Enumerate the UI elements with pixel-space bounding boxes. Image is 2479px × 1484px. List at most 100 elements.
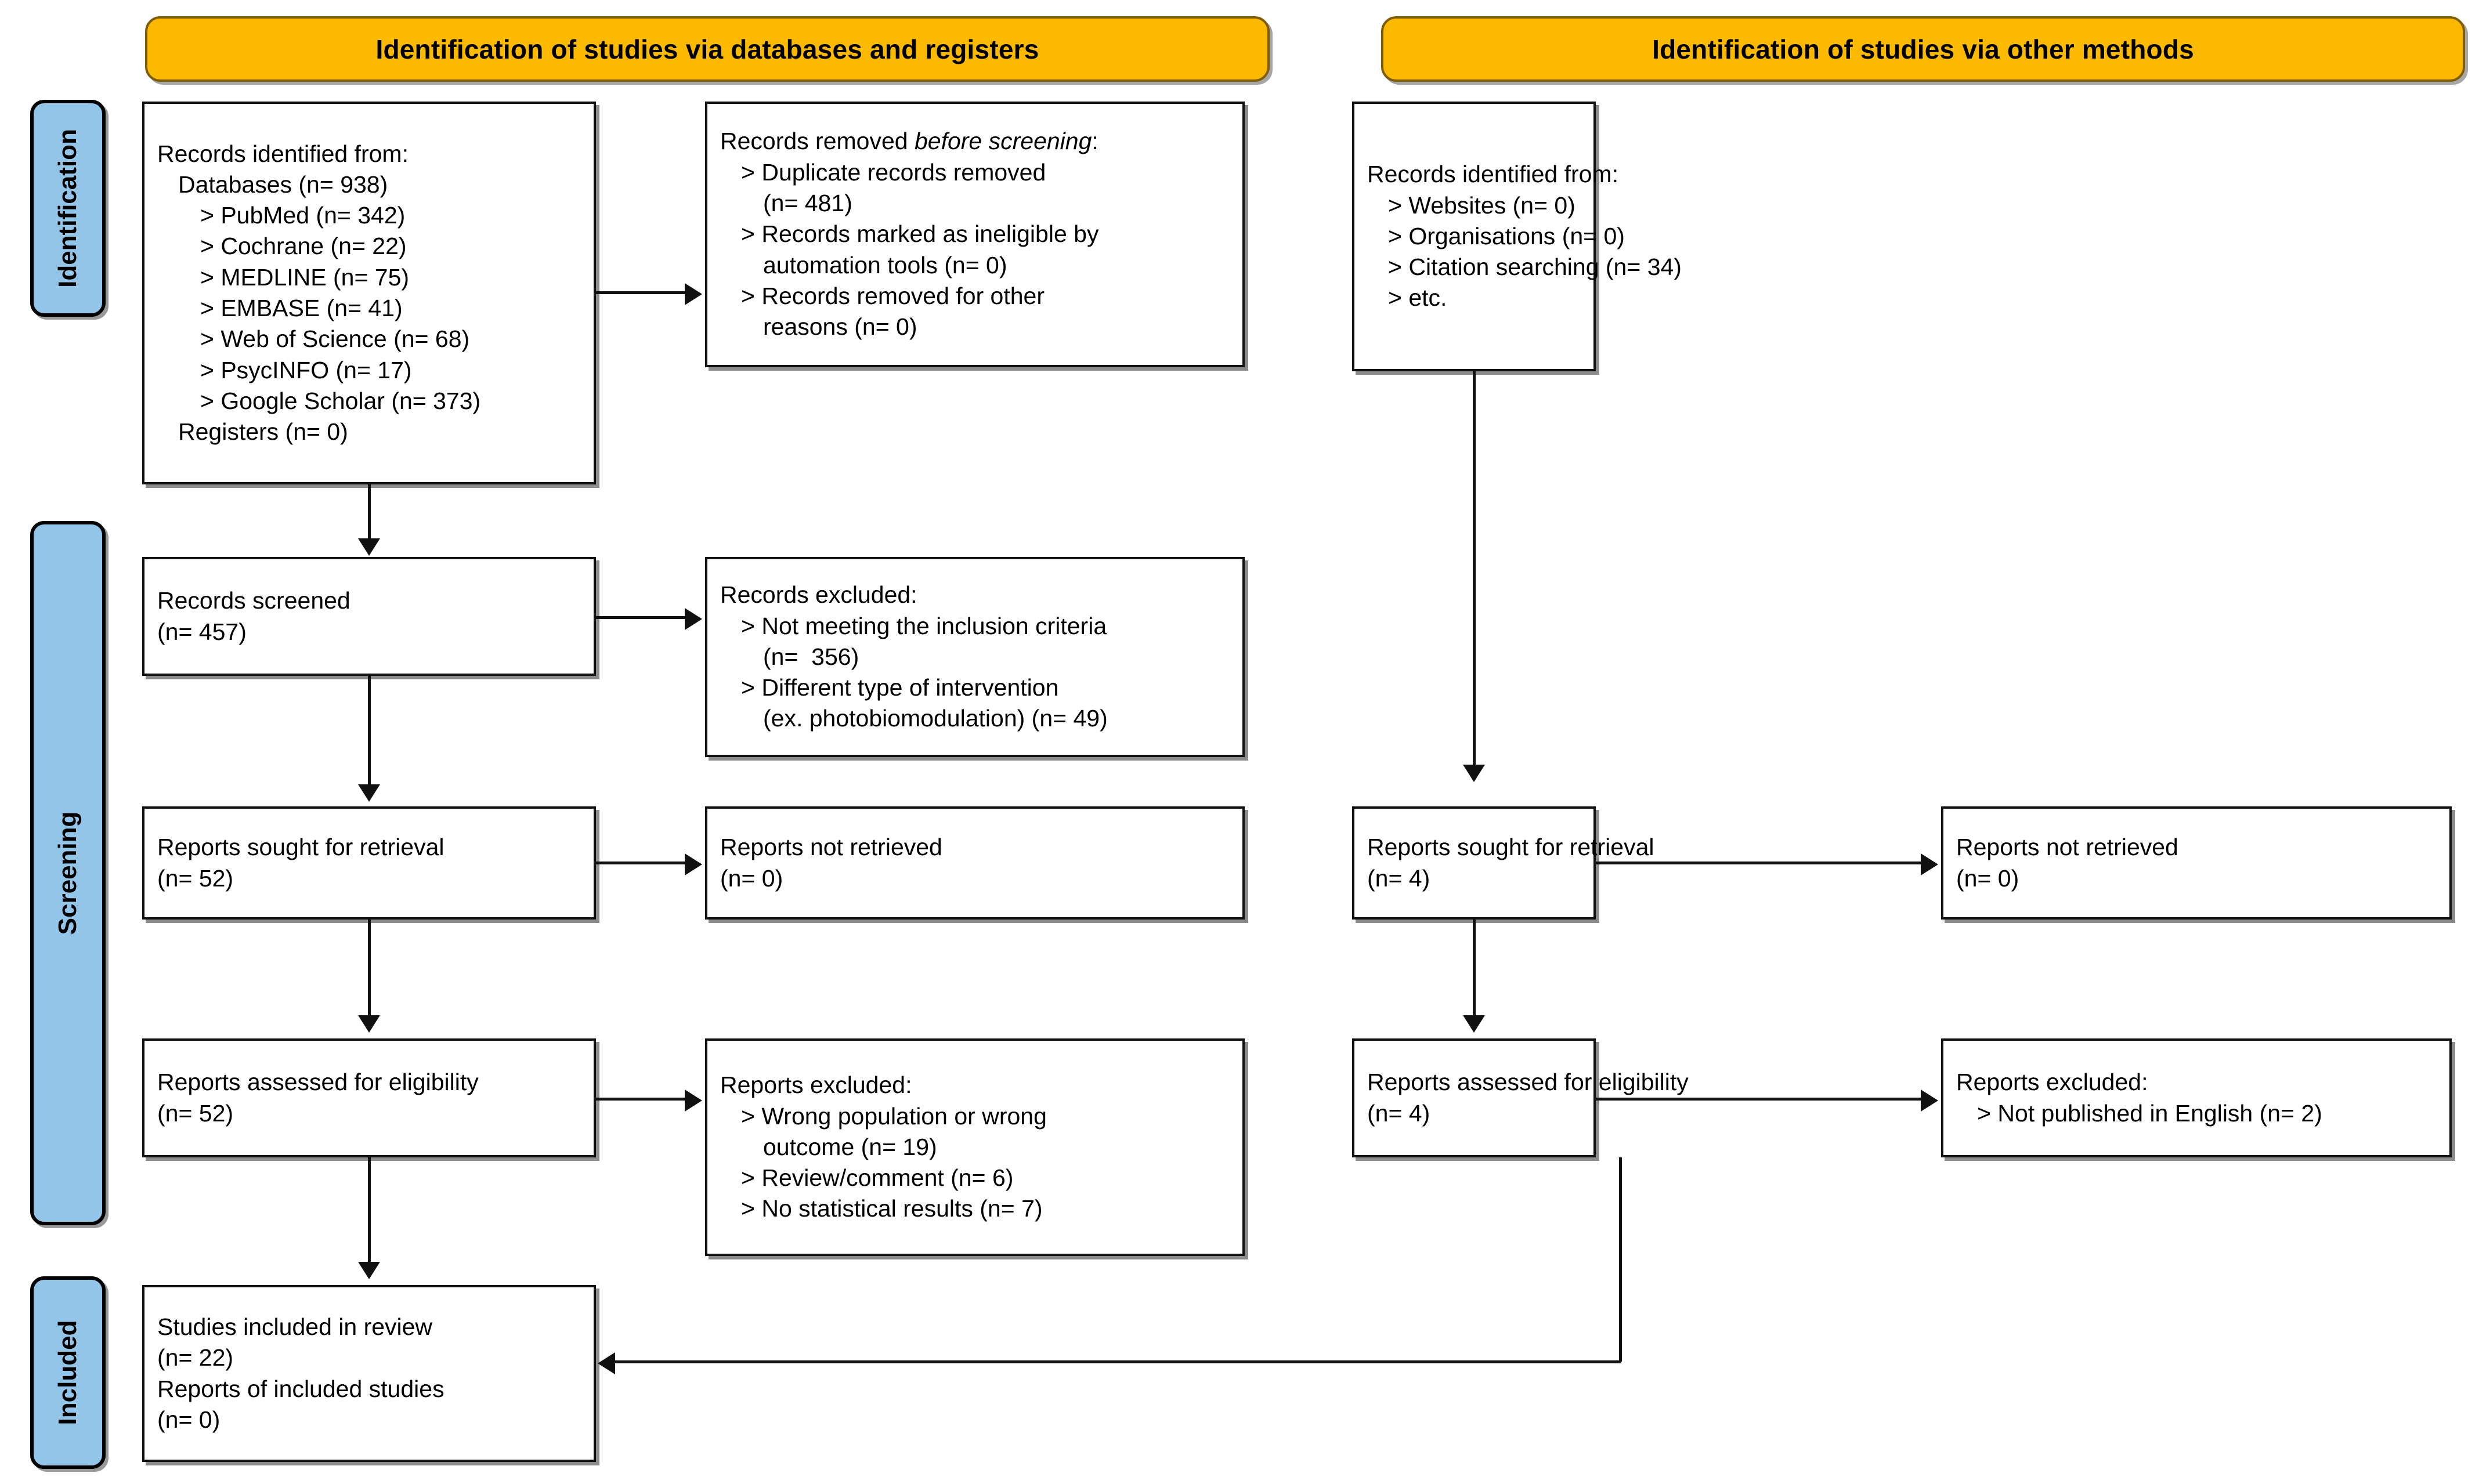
node-reports-sought-left: Reports sought for retrieval (n= 52) [142,806,596,920]
banner-other-methods: Identification of studies via other meth… [1381,16,2465,82]
records-identified-other-line: > Websites (n= 0) [1388,191,1575,219]
records-removed-line: (n= 481) [763,190,852,217]
arrow-right-to-included [598,1352,615,1374]
banner-databases-label: Identification of studies via databases … [375,34,1039,64]
arrow-identified-to-screened [358,538,380,556]
node-reports-assessed-left: Reports assessed for eligibility (n= 52) [142,1038,596,1157]
connector-assessed-to-included [368,1157,371,1263]
records-identified-line: Registers (n= 0) [178,418,348,446]
arrow-sought-right-to-assessed [1463,1015,1485,1033]
studies-included-count: (n= 22) [157,1344,234,1371]
records-excluded-line: (n= 356) [763,643,859,670]
reports-excluded-right-title: Reports excluded: [1956,1069,2148,1096]
records-identified-other-line: > Citation searching (n= 34) [1388,254,1682,281]
records-removed-line: > Records marked as ineligible by [741,220,1099,248]
reports-not-retrieved-right-count: (n= 0) [1956,864,2019,892]
arrow-screened-to-sought [358,784,380,802]
records-removed-line: automation tools (n= 0) [763,251,1007,278]
connector-screened-to-sought [368,676,371,786]
reports-excluded-line: > No statistical results (n= 7) [741,1195,1043,1222]
records-identified-other-line: > Organisations (n= 0) [1388,222,1625,249]
records-identified-title: Records identified from: [157,140,409,167]
records-identified-line: Databases (n= 938) [178,171,388,198]
arrow-assessed-to-excluded [685,1090,702,1112]
connector-identified-to-removed [596,291,686,294]
arrow-assessed-to-included [358,1262,380,1279]
records-excluded-line: (ex. photobiomodulation) (n= 49) [763,705,1108,732]
node-reports-excluded-left: Reports excluded: > Wrong population or … [705,1038,1245,1256]
node-records-removed-before-screening: Records removed before screening: > Dupl… [705,102,1245,367]
connector-right-to-included-vertical [1619,1157,1622,1362]
reports-not-retrieved-count: (n= 0) [720,864,783,892]
arrow-assessed-right-to-excluded [1921,1090,1938,1112]
node-reports-assessed-right: Reports assessed for eligibility (n= 4) [1352,1038,1689,1157]
records-excluded-title: Records excluded: [720,581,917,609]
reports-sought-right-count: (n= 4) [1367,864,1430,892]
reports-included-label: Reports of included studies [157,1375,445,1402]
node-reports-not-retrieved-left: Reports not retrieved (n= 0) [705,806,1245,920]
stage-label-identification: Identification [30,100,106,317]
records-removed-title: Records removed before screening: [720,128,1098,155]
node-reports-not-retrieved-right: Reports not retrieved (n= 0) [1941,806,2452,920]
reports-assessed-right-label: Reports assessed for eligibility [1367,1069,1689,1096]
reports-not-retrieved-right-label: Reports not retrieved [1956,834,2178,861]
records-removed-line: > Duplicate records removed [741,158,1046,186]
records-screened-count: (n= 457) [157,618,247,645]
reports-assessed-label: Reports assessed for eligibility [157,1069,479,1096]
records-identified-line: > PsycINFO (n= 17) [200,356,412,383]
records-excluded-line: > Not meeting the inclusion criteria [741,612,1107,639]
node-records-excluded: Records excluded: > Not meeting the incl… [705,557,1245,757]
records-identified-line: > Google Scholar (n= 373) [200,387,481,414]
reports-sought-right-label: Reports sought for retrieval [1367,834,1654,861]
banner-databases-registers: Identification of studies via databases … [145,16,1270,82]
connector-other-identified-to-sought [1473,371,1476,766]
records-identified-line: > PubMed (n= 342) [200,202,406,229]
reports-not-retrieved-label: Reports not retrieved [720,834,942,861]
reports-excluded-title: Reports excluded: [720,1072,912,1099]
reports-excluded-line: > Wrong population or wrong [741,1102,1047,1130]
stage-identification-text: Identification [53,129,82,288]
arrow-sought-to-notretrieved [685,853,702,875]
arrow-other-identified-to-sought [1463,765,1485,782]
reports-sought-label: Reports sought for retrieval [157,834,445,861]
records-identified-line: > Web of Science (n= 68) [200,325,470,353]
records-removed-line: reasons (n= 0) [763,313,917,341]
reports-included-count: (n= 0) [157,1406,221,1433]
records-identified-other-line: > etc. [1388,284,1447,312]
arrow-screened-to-excluded [685,608,702,630]
node-studies-included: Studies included in review (n= 22) Repor… [142,1285,596,1462]
banner-other-label: Identification of studies via other meth… [1652,34,2194,64]
records-excluded-line: > Different type of intervention [741,674,1059,701]
stage-screening-text: Screening [53,811,82,935]
records-identified-line: > EMBASE (n= 41) [200,295,403,321]
stage-included-text: Included [53,1320,82,1425]
connector-screened-to-excluded [596,616,686,619]
reports-assessed-right-count: (n= 4) [1367,1099,1430,1127]
stage-label-included: Included [30,1276,106,1469]
reports-excluded-line: outcome (n= 19) [763,1133,937,1160]
records-identified-other-title: Records identified from: [1367,161,1618,188]
connector-assessed-right-to-excluded [1596,1098,1922,1101]
arrow-identified-to-removed [685,283,702,305]
connector-sought-right-to-notretrieved [1596,862,1922,864]
records-screened-label: Records screened [157,587,350,614]
connector-identified-to-screened [368,484,371,540]
stage-label-screening: Screening [30,521,106,1225]
node-reports-sought-right: Reports sought for retrieval (n= 4) [1352,806,1654,920]
connector-sought-right-to-assessed [1473,920,1476,1017]
node-records-identified-other: Records identified from: > Websites (n= … [1352,102,1682,371]
studies-included-label: Studies included in review [157,1313,433,1340]
reports-assessed-count: (n= 52) [157,1099,234,1127]
records-removed-line: > Records removed for other [741,282,1045,309]
connector-sought-to-assessed [368,920,371,1017]
records-identified-line: > Cochrane (n= 22) [200,233,407,260]
connector-sought-to-notretrieved [596,862,686,864]
node-records-identified-databases: Records identified from: Databases (n= 9… [142,102,596,484]
arrow-sought-right-to-notretrieved [1921,853,1938,875]
node-reports-excluded-right: Reports excluded: > Not published in Eng… [1941,1038,2452,1157]
arrow-sought-to-assessed [358,1015,380,1033]
reports-excluded-right-line: > Not published in English (n= 2) [1977,1099,2322,1127]
records-identified-line: > MEDLINE (n= 75) [200,263,410,291]
node-records-screened: Records screened (n= 457) [142,557,596,676]
